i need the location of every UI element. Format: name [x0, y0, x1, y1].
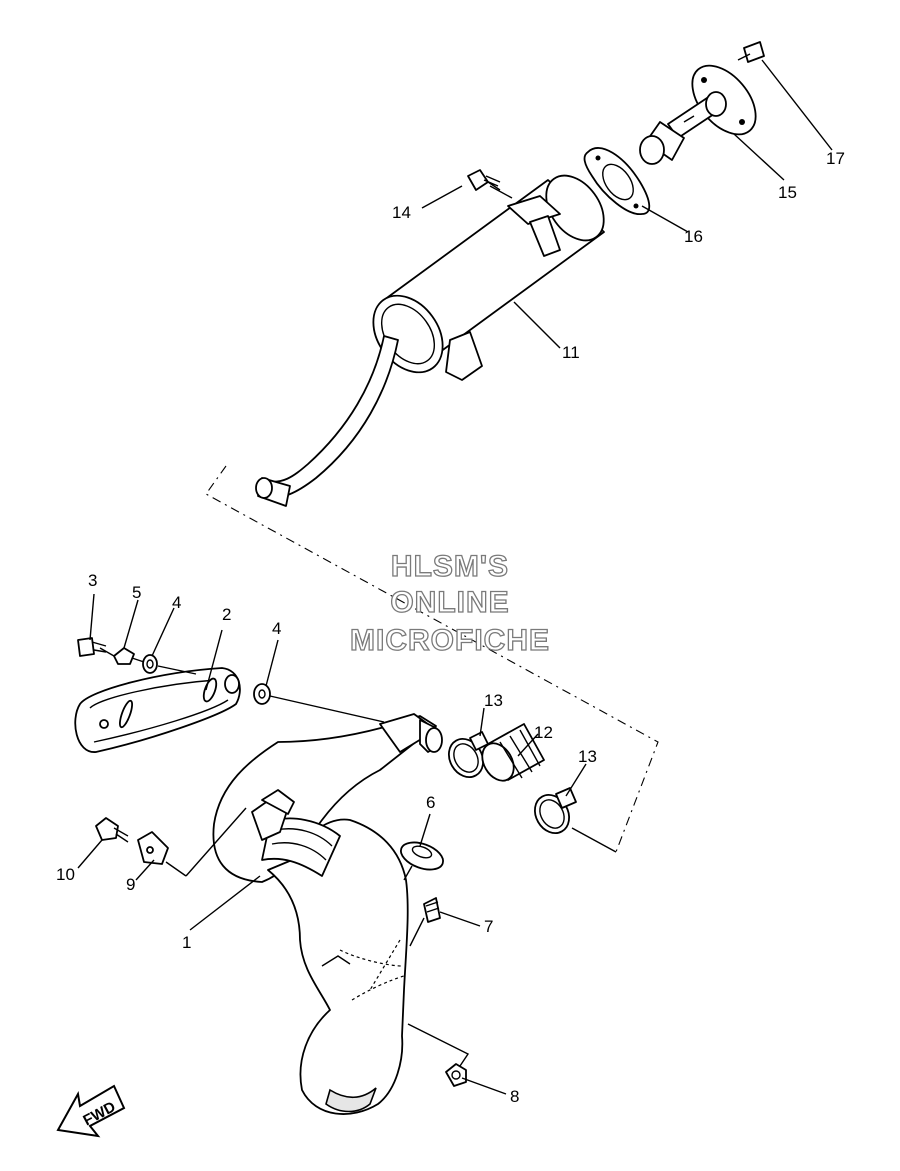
watermark-line-1: HLSM'S	[391, 550, 509, 583]
stay-9	[137, 831, 169, 865]
callout-12: 12	[534, 723, 553, 742]
bolt-14	[467, 169, 501, 191]
callout-17: 17	[826, 149, 845, 168]
callout-4b: 4	[272, 619, 281, 638]
clamp-13a	[448, 731, 489, 778]
callout-13a: 13	[484, 691, 503, 710]
bolt-3	[77, 637, 107, 657]
bracket	[74, 667, 241, 753]
callout-13b: 13	[578, 747, 597, 766]
callout-3: 3	[88, 571, 97, 590]
grommet-6	[400, 841, 444, 871]
washer-4b	[253, 683, 271, 705]
clamp-13b	[534, 787, 577, 834]
callout-5: 5	[132, 583, 141, 602]
gasket	[583, 147, 651, 215]
muffler	[255, 174, 605, 507]
tail-pipe	[639, 64, 757, 165]
bolt-10	[95, 817, 129, 843]
callout-11: 11	[562, 343, 580, 362]
washer-4a	[142, 654, 158, 674]
callout-8: 8	[510, 1087, 519, 1106]
callout-4a: 4	[172, 593, 181, 612]
nut-8	[445, 1063, 467, 1087]
callout-16: 16	[684, 227, 703, 246]
callout-2: 2	[222, 605, 231, 624]
stud-7	[423, 897, 441, 923]
callout-6: 6	[426, 793, 435, 812]
callout-10: 10	[56, 865, 75, 884]
callout-7: 7	[484, 917, 493, 936]
watermark-line-3: MICROFICHE	[350, 624, 550, 657]
callout-9: 9	[126, 875, 135, 894]
watermark-line-2: ONLINE	[390, 586, 509, 619]
joint-12	[481, 723, 545, 782]
exhaust-chamber	[212, 713, 443, 1115]
callout-15: 15	[778, 183, 797, 202]
callout-14: 14	[392, 203, 411, 222]
callout-1: 1	[182, 933, 191, 952]
bolt-17	[737, 41, 765, 63]
damper-5	[113, 647, 135, 665]
fwd-arrow-icon: FWD	[56, 1084, 126, 1138]
